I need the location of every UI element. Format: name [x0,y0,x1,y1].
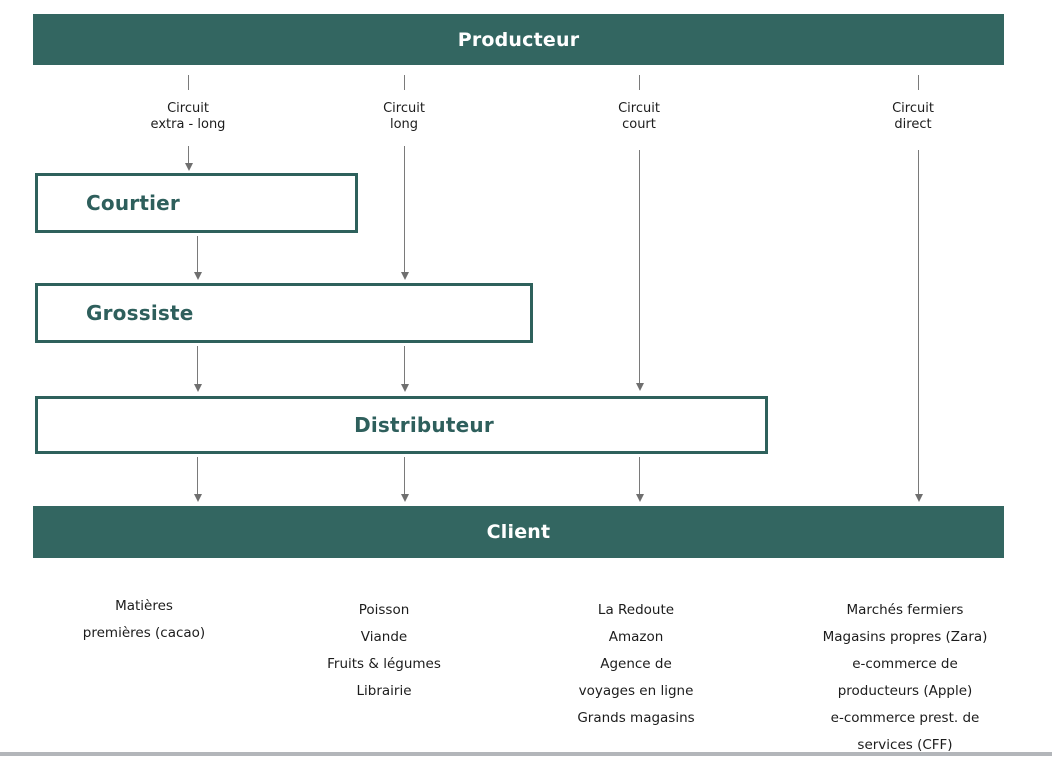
flow-arrow-line [188,146,189,164]
flow-arrowhead-icon [184,163,193,171]
courtier-box: Courtier [35,173,358,233]
flow-arrow-line [918,150,919,495]
example-item: Viande [360,629,408,645]
flow-arrow-line [918,75,919,90]
flow-arrow-line [404,457,405,495]
circuit-label-line: direct [894,117,932,132]
example-item: services (CFF) [857,737,953,753]
bottom-divider-line [0,752,1052,756]
circuit-long-label: Circuit long [324,101,484,133]
example-item: Librairie [356,683,412,699]
circuit-extra-long-label: Circuit extra - long [108,101,268,133]
flow-arrow-line [197,236,198,273]
example-item: Agence de [600,656,672,672]
client-bar: Client [33,506,1004,558]
flow-arrowhead-icon [193,384,202,392]
flow-arrowhead-icon [193,494,202,502]
circuit-court-label: Circuit court [559,101,719,133]
flow-arrowhead-icon [400,272,409,280]
flow-arrowhead-icon [193,272,202,280]
flow-arrowhead-icon [400,494,409,502]
circuit-label-line: Circuit [383,101,425,116]
circuit-direct-label: Circuit direct [833,101,993,133]
example-item: e-commerce de [852,656,958,672]
example-item: voyages en ligne [578,683,694,699]
producteur-bar: Producteur [33,14,1004,65]
producteur-label: Producteur [457,28,580,51]
circuit-label-line: long [389,117,419,132]
example-item: Matières [115,598,173,614]
examples-extra-long: Matières premières (cacao) [29,593,259,647]
client-label: Client [486,521,551,543]
grossiste-label: Grossiste [86,301,194,325]
circuit-label-line: Circuit [618,101,660,116]
example-item: producteurs (Apple) [837,683,973,699]
example-item: La Redoute [597,602,675,618]
flow-arrow-line [639,457,640,495]
flow-arrow-line [197,346,198,385]
flow-arrowhead-icon [400,384,409,392]
flow-arrow-line [188,75,189,90]
flow-arrow-line [404,75,405,90]
example-item: Magasins propres (Zara) [822,629,988,645]
example-item: Grands magasins [577,710,695,726]
example-item: Amazon [608,629,664,645]
example-item: premières (cacao) [82,625,206,641]
flow-arrow-line [639,150,640,384]
courtier-label: Courtier [86,191,180,215]
flow-arrowhead-icon [635,383,644,391]
example-item: Marchés fermiers [846,602,964,618]
example-item: e-commerce prest. de [830,710,980,726]
example-item: Fruits & légumes [327,656,441,672]
flow-arrowhead-icon [635,494,644,502]
circuit-label-line: Circuit [167,101,209,116]
flow-arrow-line [404,346,405,385]
flow-arrow-line [197,457,198,495]
circuit-label-line: Circuit [892,101,934,116]
grossiste-box: Grossiste [35,283,533,343]
flow-arrow-line [404,146,405,273]
flow-arrow-line [639,75,640,90]
distributeur-box: Distributeur [35,396,768,454]
distributeur-label: Distributeur [354,413,494,437]
example-item: Poisson [358,602,410,618]
flow-arrowhead-icon [914,494,923,502]
circuit-label-line: extra - long [150,117,226,132]
circuit-label-line: court [622,117,656,132]
